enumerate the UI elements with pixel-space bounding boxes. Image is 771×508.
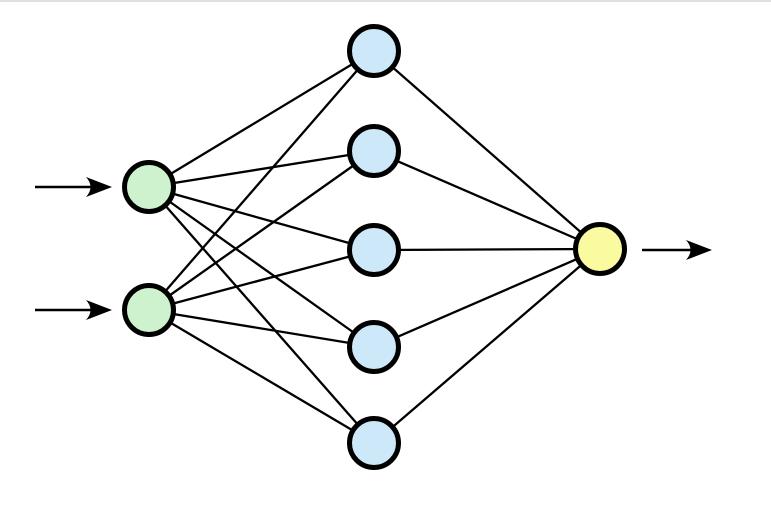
edge-h5-o1 (373, 248, 601, 444)
hidden-node-3 (347, 223, 401, 277)
output-arrow-head (686, 240, 712, 260)
edge-i2-h1 (148, 50, 375, 311)
top-border-line (0, 0, 771, 2)
hidden-node-1 (347, 24, 401, 78)
edge-i1-h5 (148, 186, 375, 444)
edge-i1-h4 (148, 186, 375, 348)
edge-i2-h2 (148, 150, 375, 311)
input-node-2 (122, 283, 176, 337)
input-arrow-1-head (86, 177, 112, 197)
edge-h3-o1 (373, 247, 601, 252)
edge-i2-h3 (148, 248, 375, 312)
hidden-node-2 (347, 124, 401, 178)
input-arrow-2-head (86, 300, 112, 320)
edge-h2-o1 (373, 149, 601, 251)
edge-h1-o1 (373, 50, 601, 250)
hidden-node-4 (347, 320, 401, 374)
edge-i1-h3 (148, 185, 375, 252)
edge-i1-h2 (148, 149, 375, 189)
edge-i1-h1 (148, 50, 375, 188)
edge-h4-o1 (373, 247, 601, 349)
hidden-node-5 (347, 416, 401, 470)
input-node-1 (122, 160, 176, 214)
output-node-1 (573, 222, 627, 276)
edge-i2-h4 (148, 308, 375, 349)
edge-i2-h5 (148, 309, 375, 444)
